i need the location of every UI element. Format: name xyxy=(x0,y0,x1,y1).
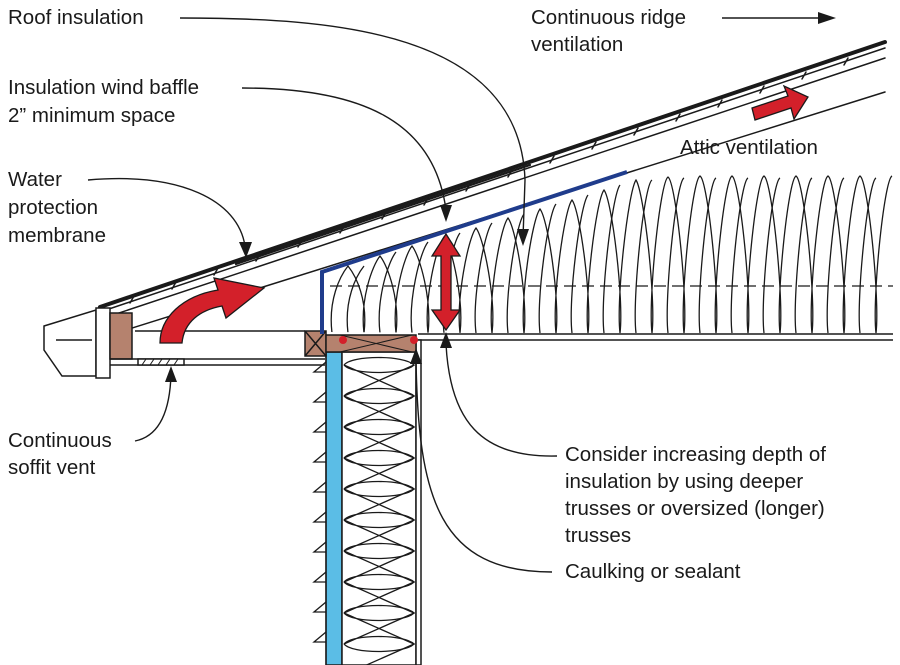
soffit xyxy=(110,358,325,366)
leader-roof-insulation xyxy=(179,17,526,239)
sealant-dot-exterior xyxy=(339,336,347,344)
arrowhead-membrane xyxy=(239,242,252,258)
label-depth-line1: Consider increasing depth of xyxy=(565,443,826,466)
wall-batt-insulation xyxy=(343,356,416,665)
leader-arrowheads xyxy=(165,12,836,382)
label-wind-baffle-line2: 2” minimum space xyxy=(8,104,176,127)
fascia-gutter xyxy=(43,307,111,379)
caulking-points xyxy=(339,336,418,344)
sub-fascia-block xyxy=(109,312,133,360)
sealant-dot-interior xyxy=(410,336,418,344)
label-soffit-vent-line2: soffit vent xyxy=(8,456,96,479)
roof-deck-top xyxy=(99,47,886,313)
label-ridge-ventilation-line2: ventilation xyxy=(531,33,624,56)
label-membrane-line1: Water xyxy=(8,168,62,191)
callout-leaders xyxy=(87,17,820,573)
exterior-wall xyxy=(312,339,422,665)
wall-sheathing xyxy=(325,351,343,665)
arrowhead-depth xyxy=(440,332,452,348)
label-caulking: Caulking or sealant xyxy=(565,560,741,583)
roof-shingles xyxy=(98,40,887,309)
label-soffit-vent-line1: Continuous xyxy=(8,429,112,452)
leader-wind-baffle xyxy=(241,87,447,211)
soffit-vent-slot xyxy=(137,358,185,366)
roof-deck-bottom xyxy=(97,57,886,321)
shingle-steps xyxy=(129,57,849,304)
ridge-airflow-arrow-icon xyxy=(751,84,809,121)
wall-cavity xyxy=(341,351,417,665)
label-membrane-line2: protection xyxy=(8,196,99,219)
arrowhead-caulking xyxy=(410,348,422,364)
leader-depth xyxy=(445,343,558,457)
airflow-arrows xyxy=(159,84,809,344)
label-wind-baffle-line1: Insulation wind baffle xyxy=(8,76,200,99)
label-depth-line3: trusses or oversized (longer) xyxy=(565,497,825,520)
label-attic-ventilation: Attic ventilation xyxy=(680,136,818,159)
label-depth-line4: trusses xyxy=(565,524,632,547)
label-depth-line2: insulation by using deeper xyxy=(565,470,804,493)
leader-caulking xyxy=(415,357,553,573)
exterior-siding xyxy=(312,352,327,665)
insulation-wind-baffle xyxy=(320,170,628,334)
label-roof-insulation: Roof insulation xyxy=(8,6,144,29)
arrowhead-ridge xyxy=(818,12,836,24)
water-protection-membrane xyxy=(234,163,532,266)
arrowhead-wind-baffle xyxy=(440,205,452,222)
arrowhead-roof-insulation xyxy=(517,229,529,246)
arrowhead-soffit xyxy=(165,366,177,382)
label-ridge-ventilation-line1: Continuous ridge xyxy=(531,6,686,29)
top-plate xyxy=(304,330,417,357)
soffit-airflow-arrow-icon xyxy=(159,277,266,344)
leader-soffit-vent xyxy=(134,373,172,442)
leader-membrane xyxy=(87,177,246,247)
interior-drywall xyxy=(415,339,422,665)
label-membrane-line3: membrane xyxy=(8,224,106,247)
insulation-depth-arrow-icon xyxy=(430,232,462,332)
